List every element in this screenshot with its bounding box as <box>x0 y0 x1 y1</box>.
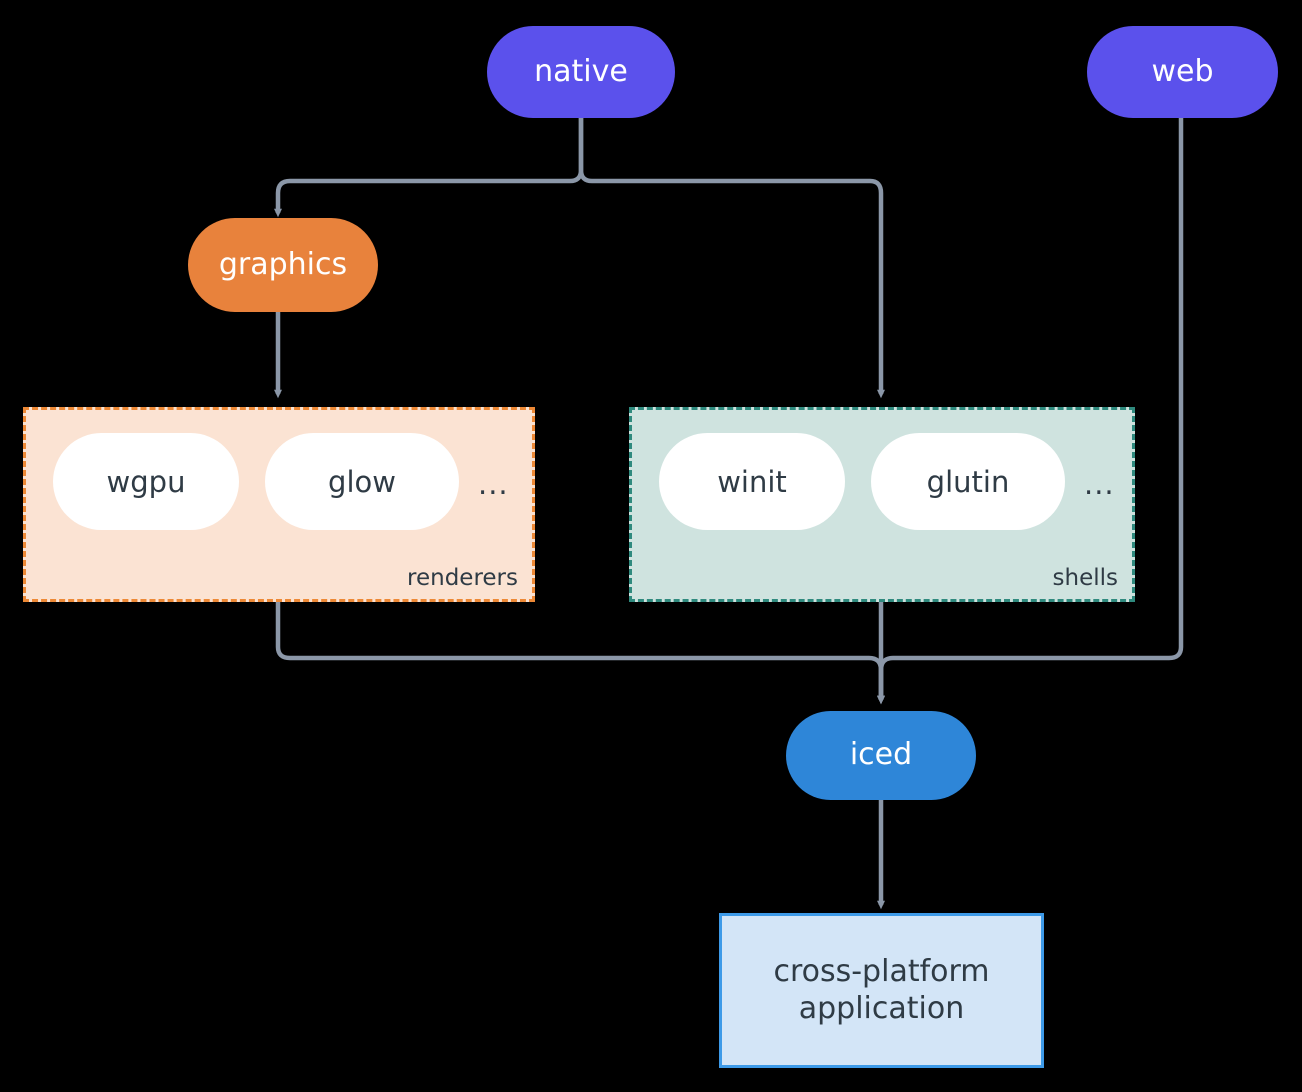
chip-glutin-label: glutin <box>926 464 1010 499</box>
node-web-label: web <box>1151 53 1214 89</box>
shells-overflow-ellipsis: ... <box>1084 467 1115 501</box>
chip-wgpu[interactable]: wgpu <box>53 433 239 530</box>
chip-glow[interactable]: glow <box>265 433 459 530</box>
renderers-overflow-ellipsis: ... <box>478 467 509 501</box>
group-renderers-label: renderers <box>407 565 518 591</box>
group-renderers: wgpu glow ... renderers <box>23 407 535 602</box>
chip-glow-label: glow <box>328 464 396 499</box>
application-label-line1: cross-platform <box>773 953 990 989</box>
application-label-line2: application <box>798 990 965 1026</box>
group-shells: winit glutin ... shells <box>629 407 1135 602</box>
node-iced[interactable]: iced <box>786 711 976 800</box>
node-native[interactable]: native <box>487 26 675 118</box>
edge-native-to-shells <box>578 118 885 399</box>
edge-native-to-graphics <box>274 118 584 218</box>
chip-winit[interactable]: winit <box>659 433 845 530</box>
group-shells-label: shells <box>1052 565 1118 591</box>
chip-wgpu-label: wgpu <box>106 464 186 499</box>
node-web[interactable]: web <box>1087 26 1278 118</box>
chip-winit-label: winit <box>717 464 787 499</box>
edge-renderers-to-iced <box>275 602 885 705</box>
node-graphics[interactable]: graphics <box>188 218 378 312</box>
chip-glutin[interactable]: glutin <box>871 433 1065 530</box>
node-iced-label: iced <box>849 737 913 773</box>
node-graphics-label: graphics <box>218 246 348 282</box>
node-cross-platform-application[interactable]: cross-platform application <box>719 913 1044 1068</box>
node-native-label: native <box>534 53 628 89</box>
